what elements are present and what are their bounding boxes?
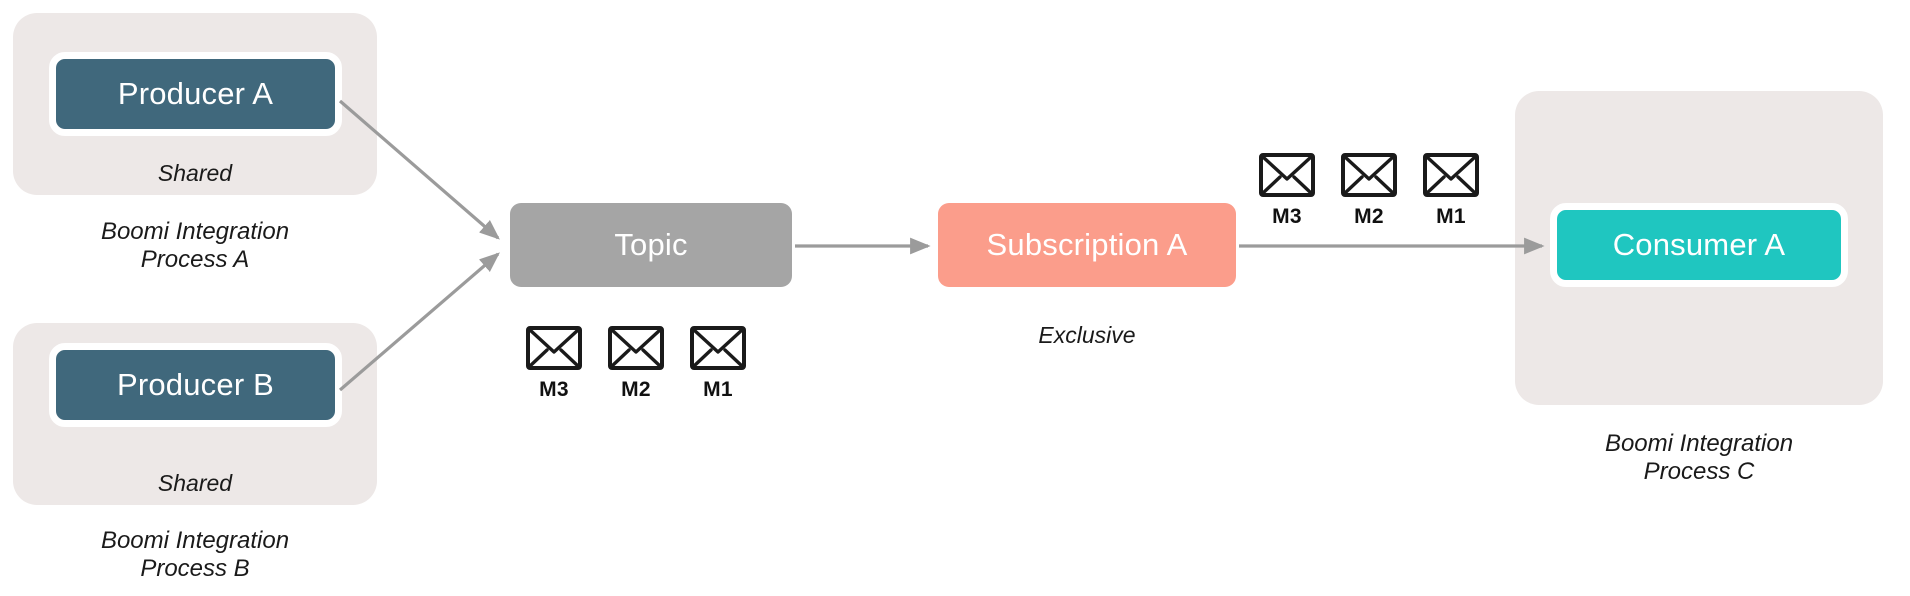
message-item: M1 bbox=[1422, 152, 1480, 229]
envelope-icon bbox=[1422, 152, 1480, 198]
node-producer-b[interactable]: Producer B bbox=[49, 343, 342, 427]
producer-a-mode-label: Shared bbox=[157, 160, 233, 186]
node-topic[interactable]: Topic bbox=[510, 203, 792, 287]
envelope-icon bbox=[689, 325, 747, 371]
subscription-a-mode-label: Exclusive bbox=[1038, 322, 1136, 348]
message-label: M1 bbox=[1436, 205, 1466, 228]
message-label: M1 bbox=[703, 378, 733, 401]
envelope-icon bbox=[1340, 152, 1398, 198]
envelope-icon bbox=[607, 325, 665, 371]
message-label: M3 bbox=[1272, 205, 1302, 228]
node-producer-a[interactable]: Producer A bbox=[49, 52, 342, 136]
message-item: M3 bbox=[525, 325, 583, 402]
node-subscription-a[interactable]: Subscription A bbox=[938, 203, 1236, 287]
consumer-a-process-label: Boomi Integration Process C bbox=[1604, 430, 1794, 486]
message-label: M2 bbox=[621, 378, 651, 401]
producer-b-mode-label: Shared bbox=[157, 470, 233, 496]
node-topic-label: Topic bbox=[614, 227, 688, 262]
delivery-message-queue: M3 M2 M1 bbox=[1258, 152, 1480, 229]
node-consumer-a[interactable]: Consumer A bbox=[1550, 203, 1848, 287]
node-producer-b-label: Producer B bbox=[116, 367, 275, 402]
node-subscription-a-label: Subscription A bbox=[986, 227, 1188, 262]
message-item: M1 bbox=[689, 325, 747, 402]
message-item: M3 bbox=[1258, 152, 1316, 229]
node-consumer-a-label: Consumer A bbox=[1612, 227, 1786, 262]
message-item: M2 bbox=[607, 325, 665, 402]
envelope-icon bbox=[1258, 152, 1316, 198]
envelope-icon bbox=[525, 325, 583, 371]
producer-b-process-label: Boomi Integration Process B bbox=[100, 527, 290, 583]
message-label: M2 bbox=[1354, 205, 1384, 228]
topic-message-queue: M3 M2 M1 bbox=[525, 325, 747, 402]
producer-a-process-label: Boomi Integration Process A bbox=[100, 218, 290, 274]
node-producer-a-label: Producer A bbox=[117, 76, 274, 111]
message-item: M2 bbox=[1340, 152, 1398, 229]
message-label: M3 bbox=[539, 378, 569, 401]
